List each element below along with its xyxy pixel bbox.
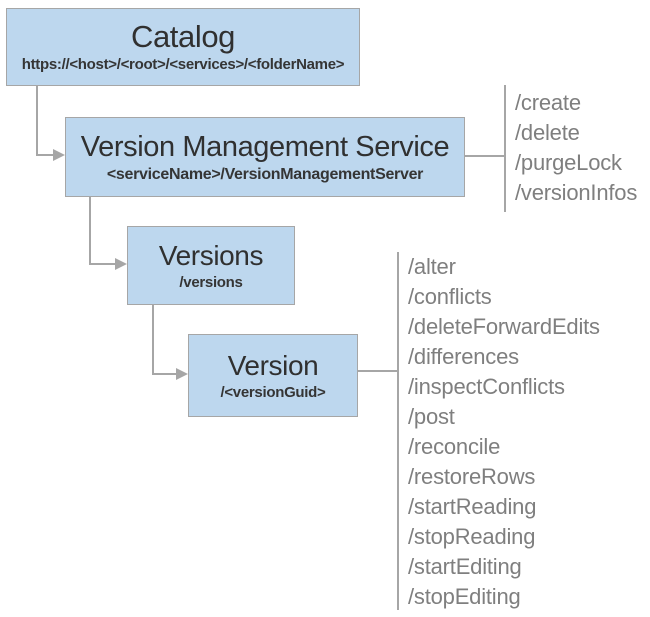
operation-label: /purgeLock bbox=[515, 150, 622, 175]
connector-vms-to-versions-horizontal bbox=[89, 263, 116, 265]
operation-label: /create bbox=[515, 90, 581, 115]
operation-label: /alter bbox=[408, 254, 456, 279]
versions-node: Versions /versions bbox=[127, 226, 295, 305]
catalog-subtitle: https://<host>/<root>/<services>/<folder… bbox=[21, 56, 345, 73]
connector-versions-to-version-vertical bbox=[152, 305, 154, 375]
connector-catalog-to-vms-vertical bbox=[36, 86, 38, 156]
operation-label: /delete bbox=[515, 120, 580, 145]
operation-label: /inspectConflicts bbox=[408, 374, 565, 399]
version-management-service-node: Version Management Service <serviceName>… bbox=[65, 117, 465, 197]
version-operations-connector bbox=[358, 370, 397, 372]
version-operations-list: /alter/conflicts/deleteForwardEdits/diff… bbox=[408, 252, 600, 612]
catalog-node: Catalog https://<host>/<root>/<services>… bbox=[6, 8, 360, 86]
operation-label: /versionInfos bbox=[515, 180, 638, 205]
version-operations-bracket-line bbox=[397, 252, 399, 610]
vms-operations-connector bbox=[465, 155, 504, 157]
operation-label: /startEditing bbox=[408, 554, 522, 579]
vms-operations-list: /create/delete/purgeLock/versionInfos bbox=[515, 88, 637, 208]
connector-vms-to-versions-vertical bbox=[89, 197, 91, 265]
version-node: Version /<versionGuid> bbox=[188, 334, 358, 417]
operation-label: /stopEditing bbox=[408, 584, 521, 609]
operation-label: /post bbox=[408, 404, 455, 429]
version-title: Version bbox=[227, 349, 319, 381]
versions-title: Versions bbox=[158, 239, 264, 271]
operation-label: /conflicts bbox=[408, 284, 492, 309]
connector-catalog-to-vms-horizontal bbox=[36, 154, 54, 156]
operation-label: /startReading bbox=[408, 494, 537, 519]
version-management-service-subtitle: <serviceName>/VersionManagementServer bbox=[106, 166, 424, 183]
arrowhead-right-icon bbox=[115, 258, 127, 270]
vms-operations-bracket-line bbox=[504, 85, 506, 212]
arrowhead-right-icon bbox=[53, 149, 65, 161]
connector-versions-to-version-horizontal bbox=[152, 373, 177, 375]
operation-label: /stopReading bbox=[408, 524, 536, 549]
operation-label: /differences bbox=[408, 344, 519, 369]
version-management-service-title: Version Management Service bbox=[80, 131, 450, 163]
operation-label: /deleteForwardEdits bbox=[408, 314, 600, 339]
catalog-title: Catalog bbox=[130, 19, 236, 54]
version-subtitle: /<versionGuid> bbox=[220, 383, 326, 401]
operation-label: /restoreRows bbox=[408, 464, 536, 489]
operation-label: /reconcile bbox=[408, 434, 501, 459]
arrowhead-right-icon bbox=[176, 368, 188, 380]
versions-subtitle: /versions bbox=[179, 273, 243, 291]
